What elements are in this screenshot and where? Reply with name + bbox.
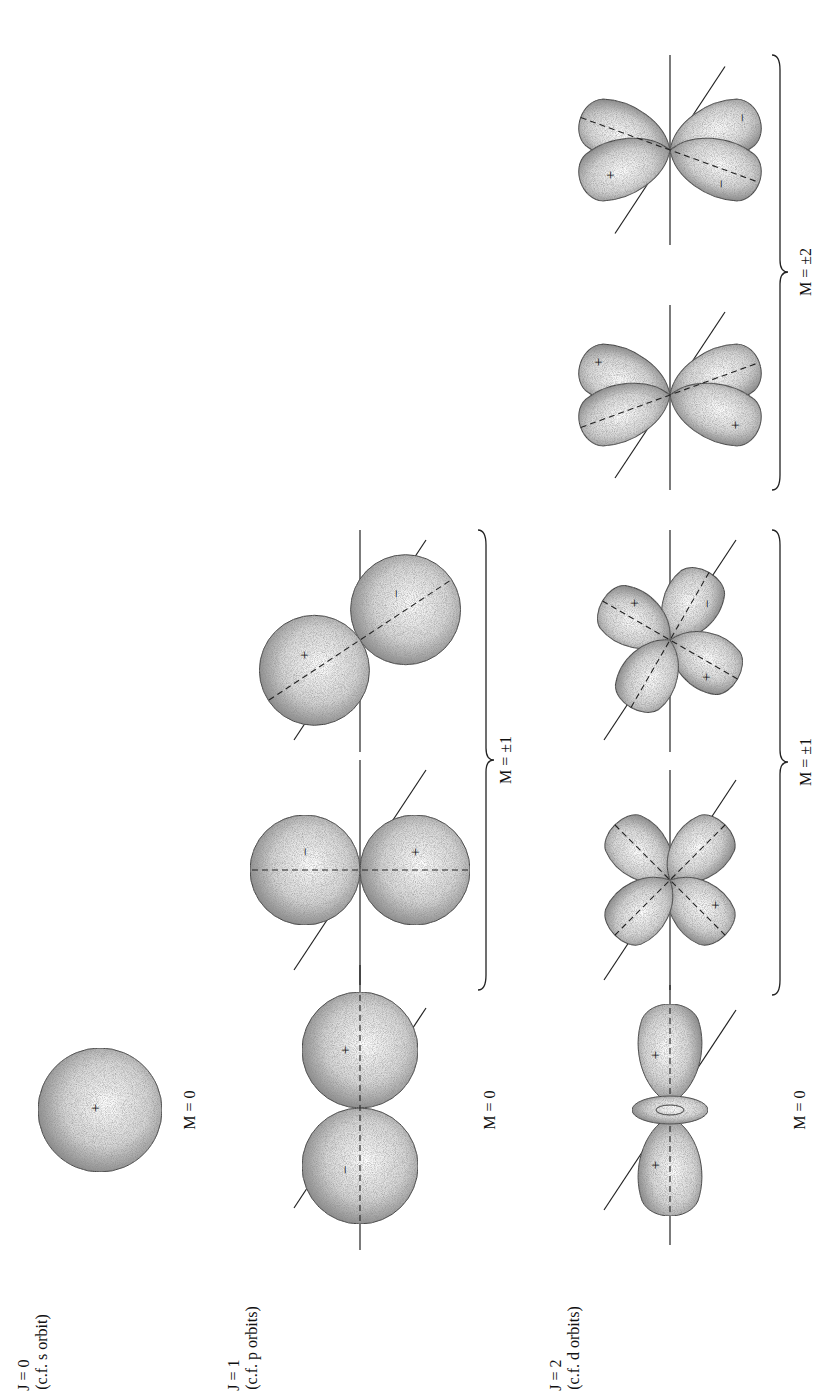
lobe-axis bbox=[669, 1126, 670, 1212]
row-label: J = 0 bbox=[16, 1359, 32, 1390]
lobe-axis bbox=[359, 995, 360, 1221]
lobe-axis bbox=[252, 869, 468, 870]
lobe-axis bbox=[615, 825, 725, 935]
lobe bbox=[595, 860, 690, 955]
bracket bbox=[772, 55, 788, 490]
p-harmonic-m1 bbox=[250, 760, 470, 985]
m-label: M = ±1 bbox=[798, 738, 814, 786]
row-note: (c.f. p orbits) bbox=[244, 1306, 260, 1390]
d-harmonic-m1 bbox=[595, 770, 745, 990]
sign: + bbox=[708, 901, 723, 909]
m-label: M = 0 bbox=[182, 1090, 198, 1129]
d-harmonic-m0 bbox=[604, 985, 736, 1245]
sign: + bbox=[728, 421, 743, 429]
lobe bbox=[638, 1116, 702, 1216]
d-harmonic-m2 bbox=[571, 55, 769, 245]
sign: + bbox=[297, 651, 312, 659]
p-harmonic-m1 bbox=[259, 530, 460, 752]
sign: + bbox=[699, 673, 714, 681]
lobe bbox=[38, 1048, 162, 1172]
m-label: M = ±1 bbox=[498, 736, 514, 784]
bracket bbox=[772, 530, 788, 995]
row-note: (c.f. s orbit) bbox=[34, 1314, 50, 1390]
sign: − bbox=[298, 848, 313, 856]
sign: + bbox=[648, 1051, 663, 1059]
sign: − bbox=[389, 590, 404, 598]
s-harmonic bbox=[38, 1048, 162, 1172]
sign: − bbox=[338, 1166, 353, 1174]
sign: + bbox=[338, 1046, 353, 1054]
lobe-axis bbox=[581, 363, 760, 428]
sign: − bbox=[714, 180, 729, 188]
d-harmonic-m1 bbox=[588, 530, 751, 752]
lobe-axis bbox=[669, 1008, 670, 1094]
axis-line bbox=[359, 965, 360, 1250]
bracket bbox=[478, 530, 494, 990]
sign: + bbox=[627, 599, 642, 607]
row-label: J = 2 bbox=[548, 1359, 564, 1390]
sign: − bbox=[735, 114, 750, 122]
sign: + bbox=[648, 1161, 663, 1169]
m-label: M = 0 bbox=[792, 1090, 808, 1129]
p-harmonic-m0 bbox=[294, 965, 426, 1250]
lobe-axis bbox=[631, 573, 709, 708]
row-label: J = 1 bbox=[226, 1359, 242, 1390]
sign: + bbox=[603, 171, 618, 179]
lobe bbox=[660, 368, 769, 454]
lobe bbox=[606, 626, 694, 722]
lobe-axis bbox=[603, 601, 738, 679]
torus bbox=[632, 1096, 708, 1124]
m-label: M = 0 bbox=[482, 1090, 498, 1129]
sign: − bbox=[700, 600, 715, 608]
lobe-axis bbox=[269, 580, 451, 700]
lobe bbox=[571, 123, 680, 209]
lobe bbox=[571, 368, 680, 454]
lobe-axis bbox=[581, 118, 760, 183]
row-note: (c.f. d orbits) bbox=[566, 1306, 582, 1390]
d-harmonic-m2 bbox=[571, 305, 769, 490]
sign: + bbox=[88, 1104, 103, 1112]
lobe bbox=[638, 1004, 702, 1104]
m-label: M = ±2 bbox=[798, 248, 814, 296]
torus-hole bbox=[656, 1105, 684, 1115]
sign: + bbox=[591, 358, 606, 366]
lobe-axis bbox=[615, 825, 725, 935]
sign: + bbox=[408, 848, 423, 856]
